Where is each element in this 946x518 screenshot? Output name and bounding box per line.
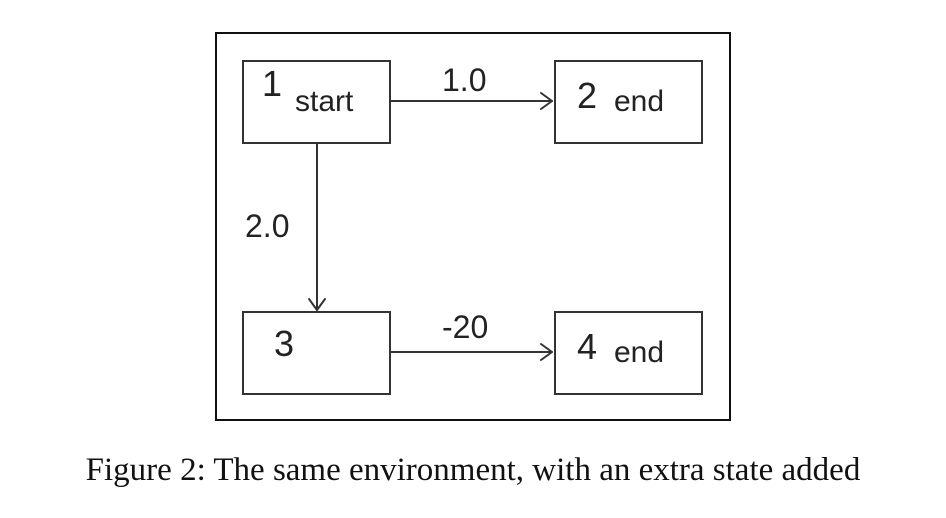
edge-3-to-4-label: -20	[442, 309, 489, 345]
edge-1-to-2-label: 1.0	[442, 62, 487, 98]
state-3-number: 3	[274, 323, 295, 364]
state-4-number: 4	[577, 326, 598, 367]
figure-frame	[215, 32, 731, 421]
state-1-tag: start	[295, 85, 354, 118]
figure-caption: Figure 2: The same environment, with an …	[85, 452, 861, 488]
edge-1-to-3-label: 2.0	[245, 208, 290, 244]
state-2-number: 2	[577, 75, 598, 116]
state-3-box	[242, 311, 391, 395]
state-2-box	[554, 60, 703, 144]
state-4-box	[554, 311, 703, 395]
state-2-tag: end	[614, 85, 665, 118]
state-4-tag: end	[614, 336, 665, 369]
state-1-number: 1	[262, 63, 283, 104]
